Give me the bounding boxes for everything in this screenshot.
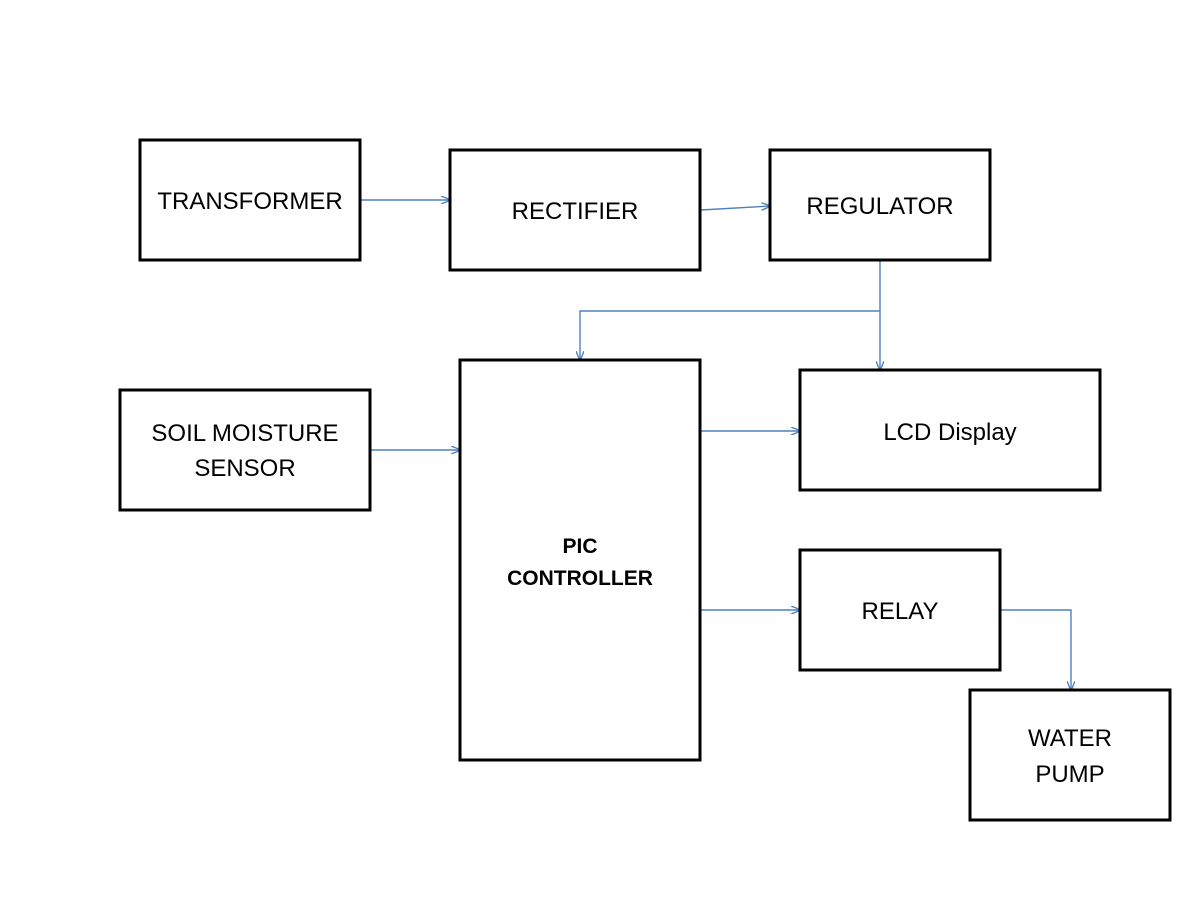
regulator-label: REGULATOR — [806, 193, 953, 220]
connector-regulator-to-pic — [580, 310, 880, 360]
water-pump-block: WATER PUMP — [968, 688, 1172, 822]
regulator-block: REGULATOR — [768, 148, 992, 262]
connectors — [361, 200, 1071, 690]
transformer-block: TRANSFORMER — [138, 138, 362, 262]
soil-moisture-sensor-block: SOIL MOISTURE SENSOR — [118, 388, 372, 512]
transformer-label: TRANSFORMER — [157, 188, 342, 215]
water-pump-label-line-2: PUMP — [1035, 761, 1104, 788]
pic-controller-label-line-2: CONTROLLER — [507, 567, 653, 590]
lcd-display-block: LCD Display — [798, 368, 1102, 492]
relay-block: RELAY — [798, 548, 1002, 672]
rectifier-label: RECTIFIER — [512, 198, 639, 225]
pic-controller-label-line-1: PIC — [562, 535, 597, 558]
lcd-display-label: LCD Display — [883, 419, 1016, 446]
soil-moisture-sensor-label-line-2: SENSOR — [194, 455, 295, 482]
soil-moisture-sensor-label-line-1: SOIL MOISTURE — [151, 420, 338, 447]
rectifier-block: RECTIFIER — [448, 148, 702, 272]
water-pump-label-line-1: WATER — [1028, 725, 1112, 752]
pic-controller-block: PIC CONTROLLER — [458, 358, 702, 762]
connector-relay-to-pump — [1000, 609, 1071, 690]
relay-label: RELAY — [862, 598, 939, 625]
connector-rectifier-to-regulator — [700, 206, 770, 211]
